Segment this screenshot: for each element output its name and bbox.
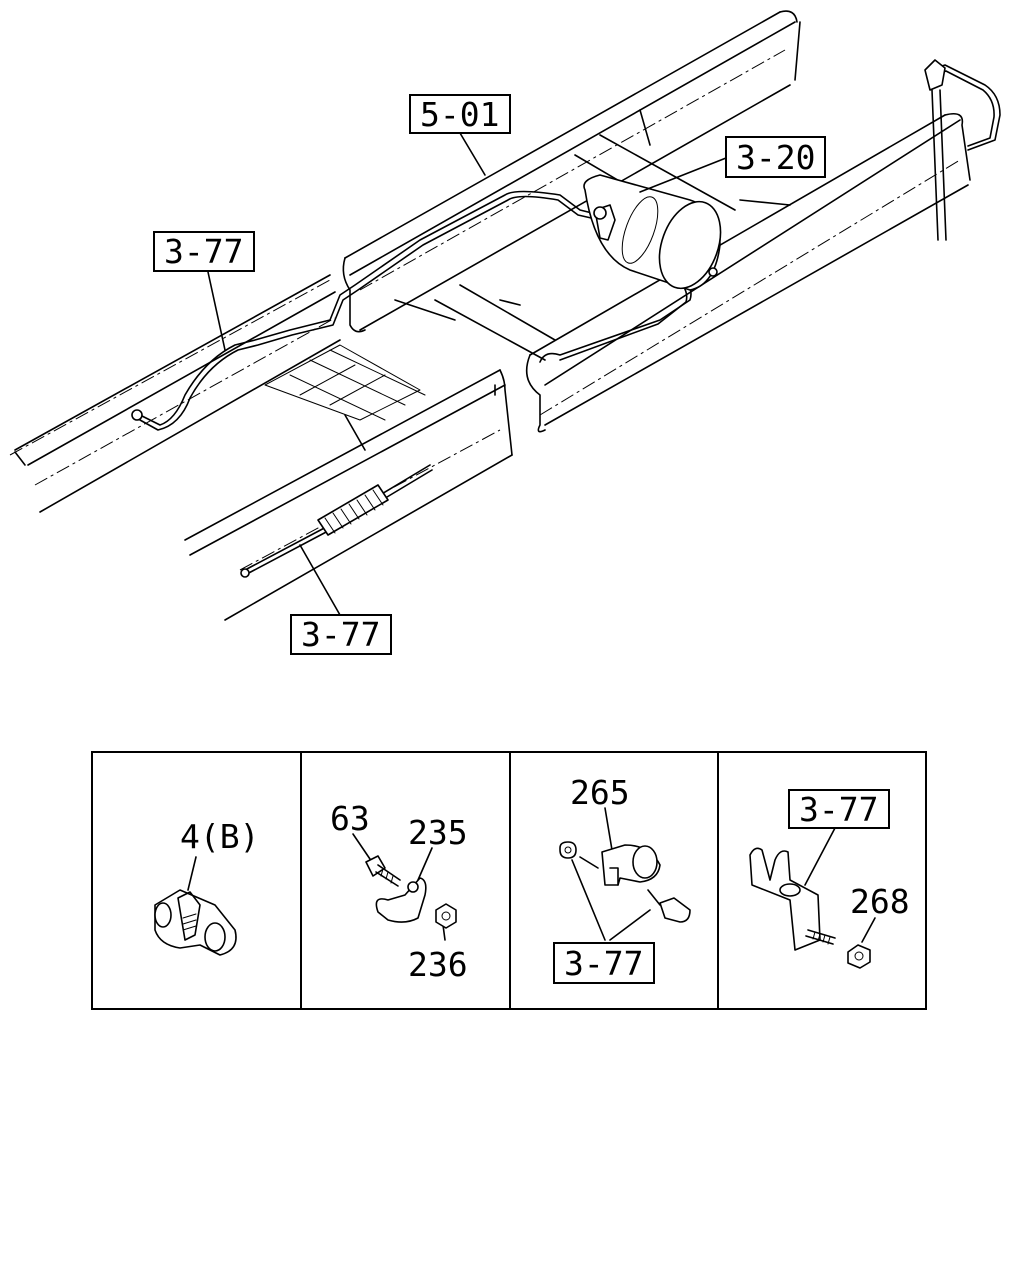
panel-clip: 4(B) (154, 817, 259, 956)
air-pipe (131, 59, 1001, 431)
svg-text:3-77: 3-77 (799, 790, 878, 829)
part-label-clamp: 235 (408, 813, 468, 852)
part-label-clamp-265: 265 (570, 773, 630, 812)
chassis-frame (9, 10, 971, 621)
svg-text:5-01: 5-01 (420, 95, 499, 134)
panel-support: 3-77 268 (749, 789, 910, 969)
panel-bracket: 265 3-77 (553, 773, 691, 984)
svg-text:3-77: 3-77 (564, 944, 643, 983)
part-label-clip: 4(B) (180, 817, 259, 856)
callout-air-tank: 3-20 (639, 136, 826, 193)
callout-pipe-left: 3-77 (153, 231, 255, 351)
callout-frame: 5-01 (409, 94, 511, 176)
part-label-nut: 236 (408, 945, 468, 984)
part-label-bolt: 63 (330, 799, 370, 838)
part-label-nut-268: 268 (850, 882, 910, 921)
air-tank (583, 174, 722, 291)
callout-pipe-lower: 3-77 (290, 544, 392, 655)
callout-support-pipe: 3-77 (788, 789, 890, 829)
callout-bracket-pipe: 3-77 (553, 942, 655, 984)
svg-text:3-20: 3-20 (736, 138, 815, 177)
svg-text:3-77: 3-77 (164, 232, 243, 271)
detail-panels (91, 751, 927, 1010)
brake-hose (240, 464, 433, 578)
panel-clamp: 63 235 236 (330, 799, 468, 984)
svg-text:3-77: 3-77 (301, 615, 380, 654)
